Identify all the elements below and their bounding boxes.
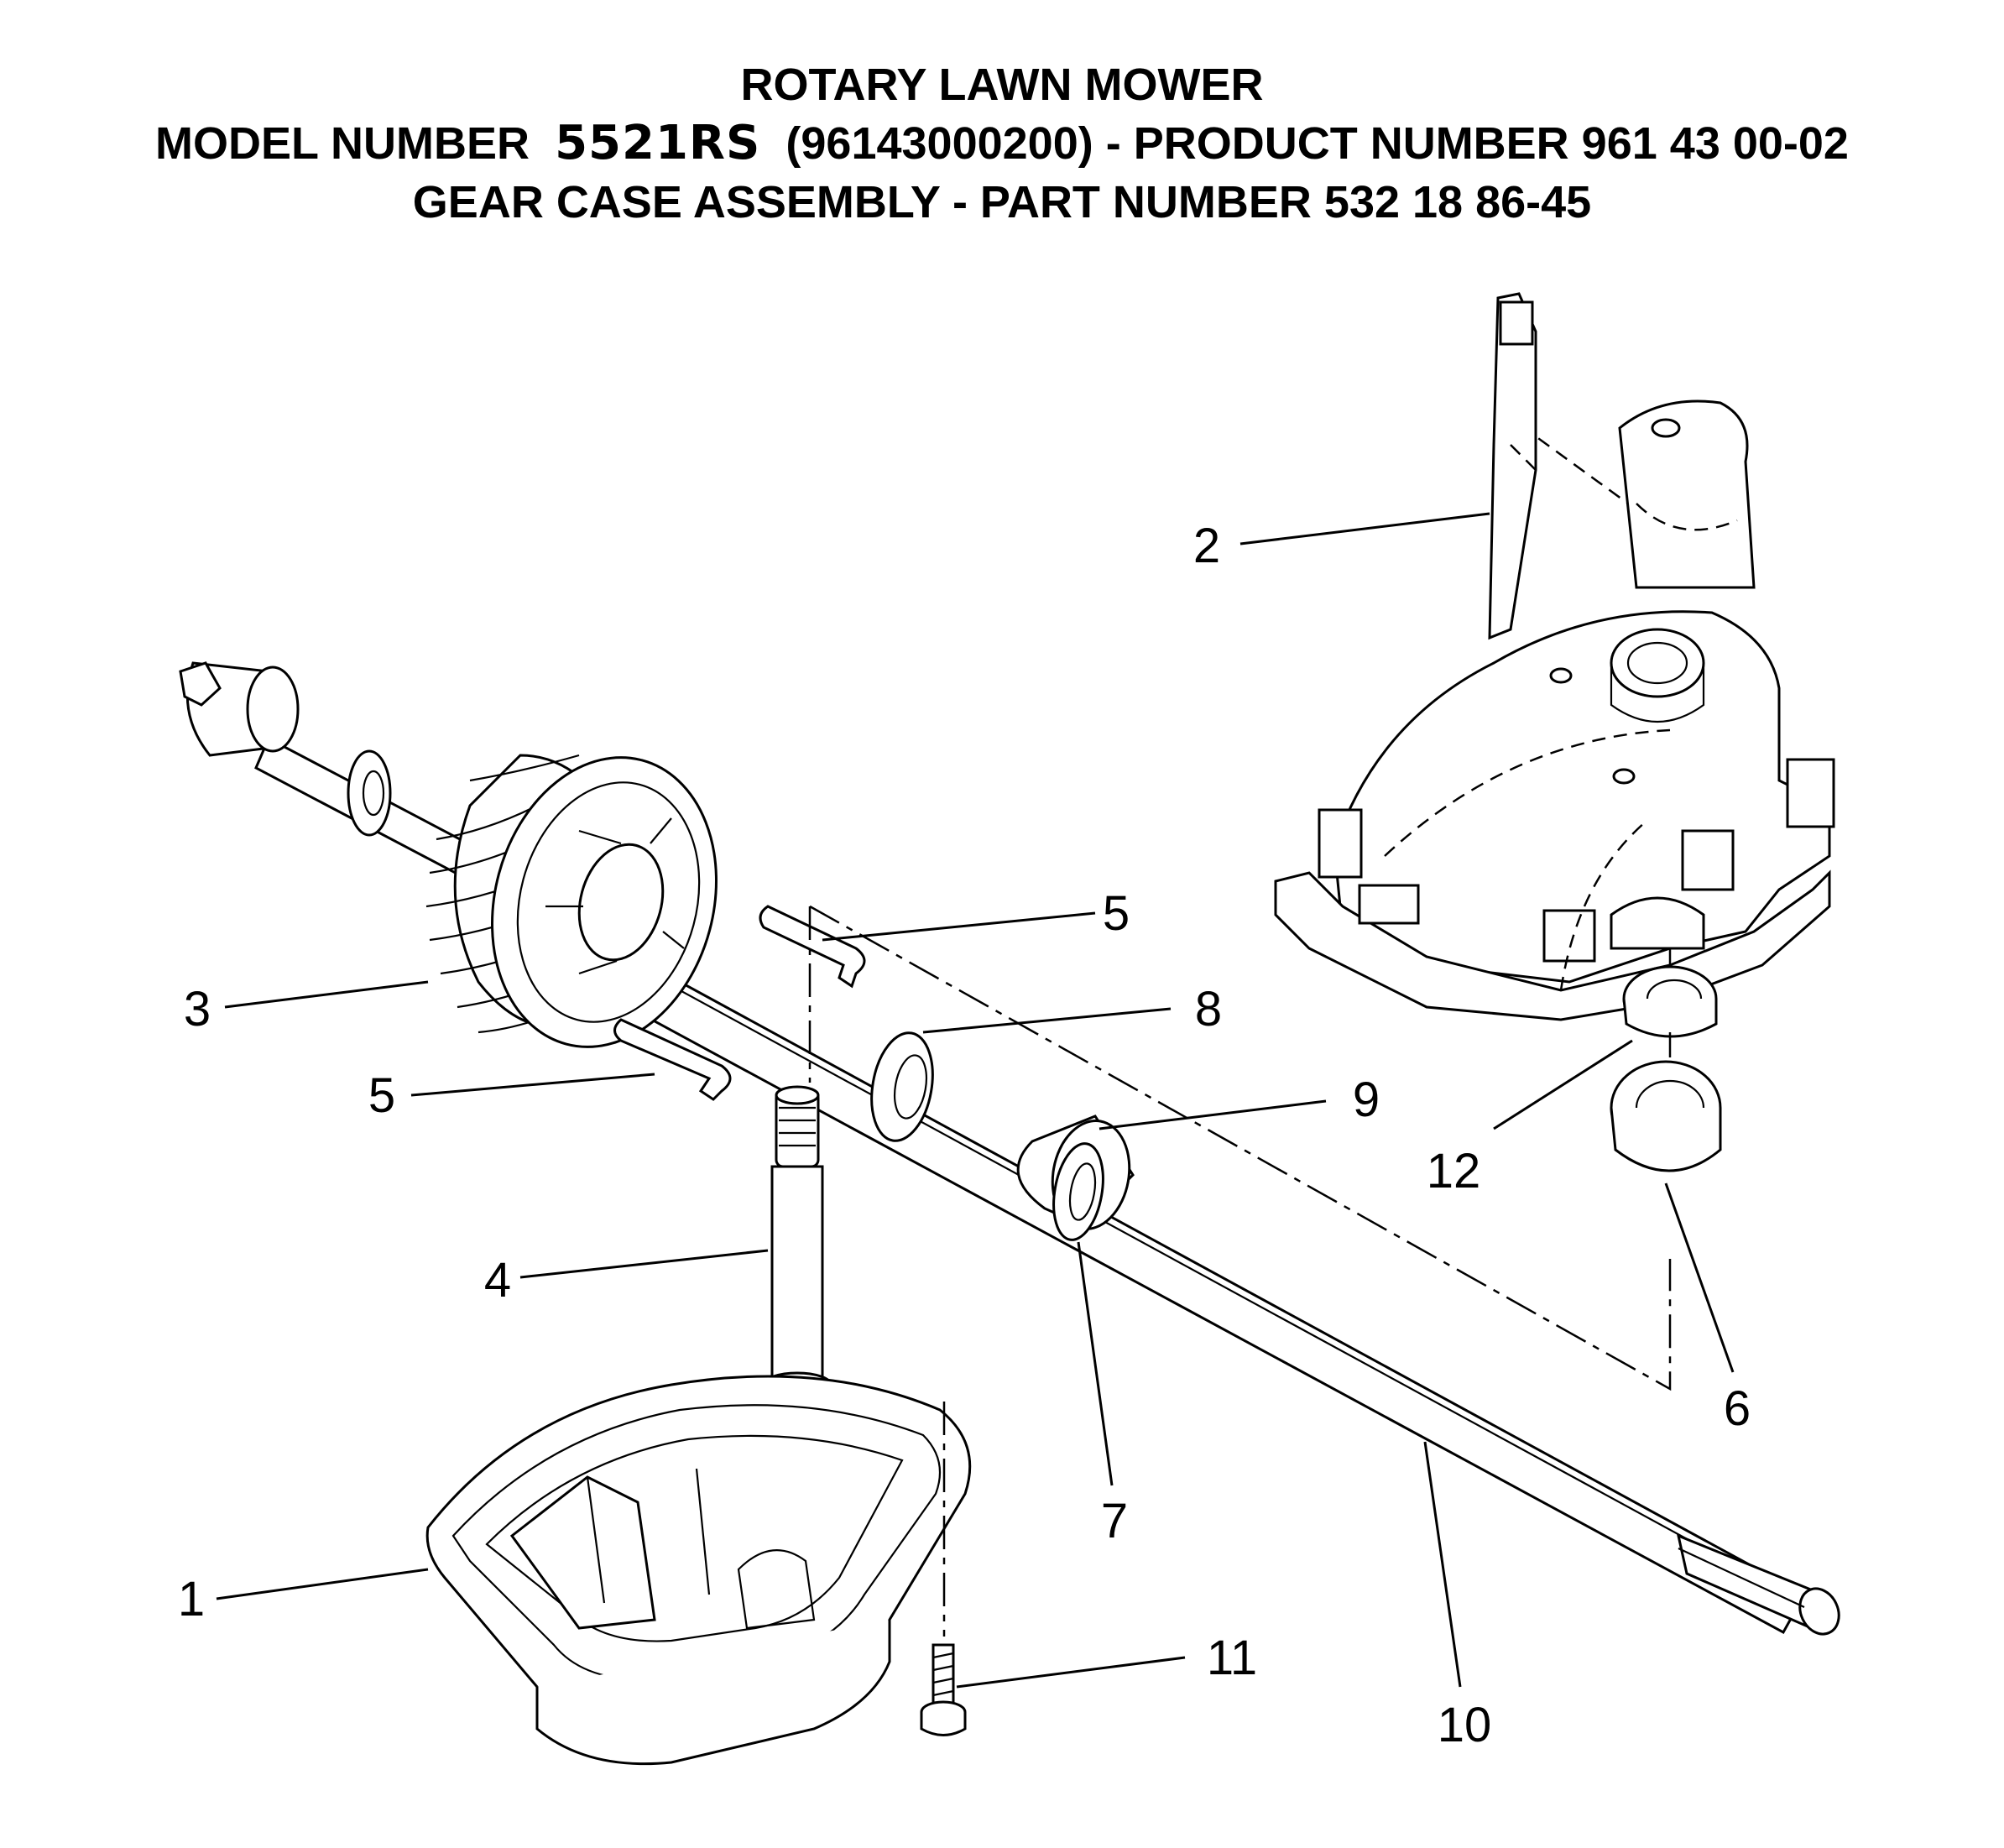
title-line-3: GEAR CASE ASSEMBLY - PART NUMBER 532 18 … [412,177,1592,227]
assembly-centerlines [808,905,1672,1637]
part-8-thrust-washer [870,1031,934,1142]
callout-11: 11 [1207,1631,1257,1685]
part-12-small-bearing [1622,965,1718,1038]
callout-9: 9 [1353,1073,1380,1127]
part-3-axle-gear [179,661,718,1048]
callout-5-upper: 5 [1103,886,1130,941]
callout-6: 6 [1724,1381,1751,1436]
title-line-1: ROTARY LAWN MOWER [740,60,1264,110]
part-1-gear-case-lower [425,1375,972,1766]
callout-3: 3 [184,982,211,1036]
model-number-label: MODEL NUMBER [155,118,530,169]
callout-5-lower: 5 [368,1068,395,1123]
part-5-retaining-clip-upper [759,905,866,989]
product-number-text: (96143000200) - PRODUCT NUMBER 961 43 00… [785,118,1849,169]
callout-1: 1 [178,1572,205,1626]
callout-8: 8 [1195,982,1222,1036]
part-11-screw [920,1643,967,1736]
part-7-bearing [1052,1142,1104,1241]
part-6-large-bearing [1610,1060,1722,1172]
diagram-title-block: ROTARY LAWN MOWER MODEL NUMBER 5521RS (9… [0,55,2004,232]
callout-12: 12 [1427,1144,1481,1198]
callout-2: 2 [1193,519,1220,573]
callout-10: 10 [1438,1698,1492,1752]
model-code: 5521RS [555,116,761,170]
callout-7: 7 [1101,1494,1128,1548]
title-line-2: MODEL NUMBER 5521RS (96143000200) - PROD… [0,114,2004,173]
leader-lines [216,512,1735,1689]
part-2-gear-case-upper [1274,292,1835,1021]
part-5-retaining-clip-lower [613,1018,732,1101]
callout-4: 4 [484,1253,511,1308]
